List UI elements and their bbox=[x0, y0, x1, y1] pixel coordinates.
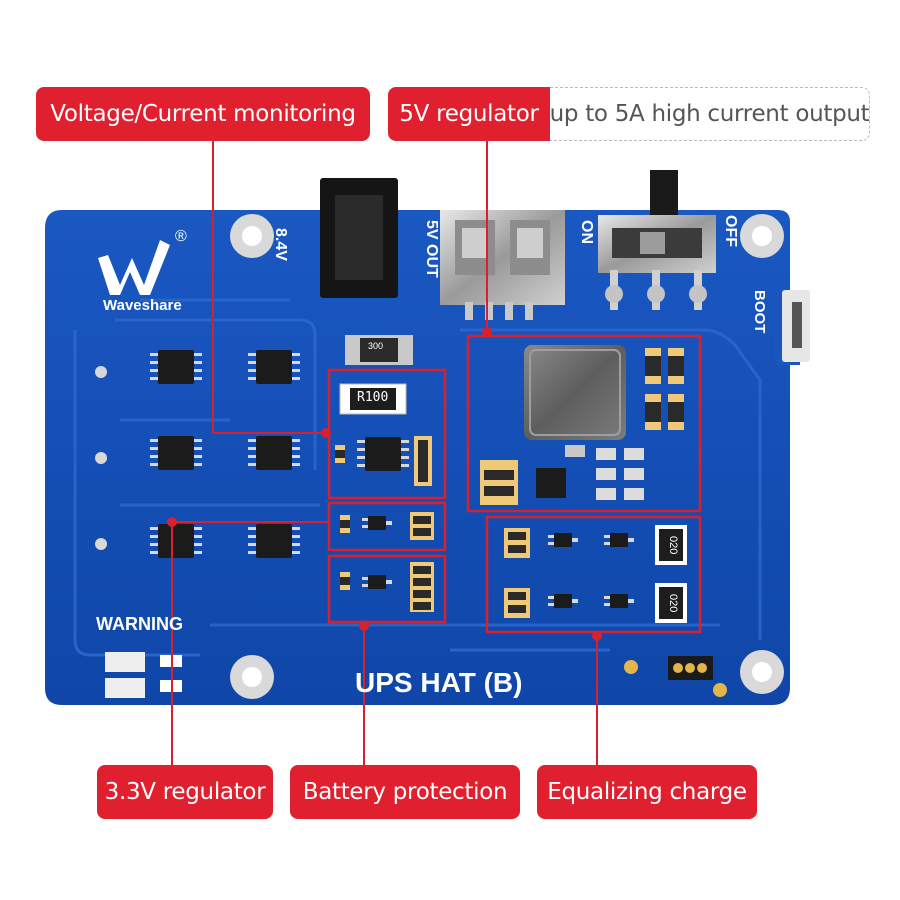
resistor-020-a-marking: 020 bbox=[667, 536, 679, 555]
label-5v-out: 5V OUT bbox=[423, 220, 440, 278]
warning-text: WARNING bbox=[96, 614, 183, 634]
callout-voltage-current-monitoring: Voltage/Current monitoring bbox=[36, 87, 370, 141]
callout-3-3v-regulator: 3.3V regulator bbox=[97, 765, 273, 819]
callout-5v-regulator: 5V regulator bbox=[388, 87, 550, 141]
callout-battery-protection: Battery protection bbox=[290, 765, 520, 819]
callout-5v-regulator-note: up to 5A high current output bbox=[550, 87, 870, 141]
board-title: UPS HAT (B) bbox=[355, 667, 523, 698]
label-boot: BOOT bbox=[751, 290, 768, 334]
callout-equalizing-charge: Equalizing charge bbox=[537, 765, 757, 819]
label-off: OFF bbox=[722, 215, 739, 247]
resistor-r100-marking: R100 bbox=[357, 390, 389, 405]
brand-logo-text: Waveshare bbox=[103, 297, 182, 314]
label-on: ON bbox=[578, 220, 595, 244]
resistor-020-b-marking: 020 bbox=[667, 594, 679, 613]
registered-mark: ® bbox=[175, 228, 187, 245]
label-8-4v: 8.4V bbox=[272, 228, 289, 261]
cap-code-marking: 300 bbox=[368, 341, 384, 351]
